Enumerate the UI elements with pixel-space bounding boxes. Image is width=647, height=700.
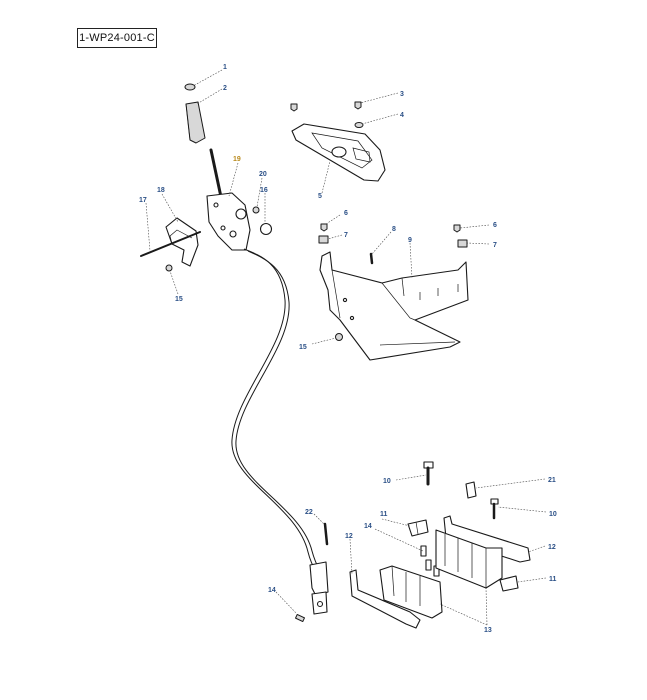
part-pin-14-left[interactable] (295, 613, 305, 623)
callout-9: 9 (408, 237, 412, 244)
callout-3: 3 (400, 91, 404, 98)
callout-17: 17 (139, 197, 147, 204)
part-block-13-lower[interactable] (379, 565, 443, 619)
part-screw-6-left[interactable] (320, 223, 328, 232)
part-bracket-18[interactable] (165, 217, 199, 267)
part-clip-7-left[interactable] (318, 235, 329, 244)
part-bracket-9[interactable] (319, 251, 469, 361)
callout-12-right: 12 (548, 544, 556, 551)
part-lever-19[interactable] (206, 148, 251, 251)
callout-14-left: 14 (268, 587, 276, 594)
part-pin-17[interactable] (140, 231, 201, 257)
part-clip-11-top[interactable] (407, 519, 429, 537)
part-screw-6-right[interactable] (453, 224, 461, 233)
callout-5: 5 (318, 193, 322, 200)
callout-13: 13 (484, 627, 492, 634)
part-washer-4[interactable] (354, 122, 364, 128)
callout-4: 4 (400, 112, 404, 119)
diagram-reference-code: 1-WP24-001-C (77, 28, 157, 48)
callout-21: 21 (548, 477, 556, 484)
part-pins-14-right[interactable] (420, 545, 440, 577)
part-nut-15-left[interactable] (165, 264, 173, 272)
callout-1: 1 (223, 64, 227, 71)
callout-labels: 1 2 3 4 5 19 20 16 17 18 15 6 7 6 7 8 9 … (139, 64, 557, 634)
part-ball-16[interactable] (259, 222, 273, 236)
part-block-13-upper[interactable] (435, 529, 503, 589)
callout-7-right: 7 (493, 242, 497, 249)
part-clip-11-right[interactable] (499, 575, 519, 592)
callout-6-left: 6 (344, 210, 348, 217)
part-sleeve-21[interactable] (465, 481, 477, 499)
part-knob-2[interactable] (185, 101, 206, 144)
callout-20: 20 (259, 171, 267, 178)
part-clip-7-right[interactable] (457, 239, 468, 248)
callout-12-left: 12 (345, 533, 353, 540)
part-plate-12-left[interactable] (349, 569, 421, 629)
part-bolt-10-top[interactable] (423, 461, 434, 486)
callout-8: 8 (392, 226, 396, 233)
part-cover-5[interactable] (291, 123, 386, 182)
callout-10-top: 10 (383, 478, 391, 485)
part-nut-20[interactable] (252, 206, 260, 214)
callout-22: 22 (305, 509, 313, 516)
callout-10-right: 10 (549, 511, 557, 518)
leader-lines (145, 69, 547, 626)
part-bolt-10-right[interactable] (490, 498, 499, 520)
callout-11-right: 11 (549, 576, 557, 583)
callout-2: 2 (223, 85, 227, 92)
callout-6-right: 6 (493, 222, 497, 229)
callout-14-right: 14 (364, 523, 372, 530)
callout-16: 16 (260, 187, 268, 194)
callout-7-left: 7 (344, 232, 348, 239)
part-nut-15-right[interactable] (335, 333, 343, 341)
part-ring-1[interactable] (184, 83, 196, 91)
part-bolt-8[interactable] (369, 252, 374, 265)
part-cable[interactable] (231, 248, 329, 615)
callout-19-highlighted: 19 (233, 156, 241, 163)
part-screw-3[interactable] (290, 101, 362, 112)
callout-18: 18 (157, 187, 165, 194)
callout-11-top: 11 (380, 511, 388, 518)
callout-15-right: 15 (299, 344, 307, 351)
part-bolt-22[interactable] (323, 522, 329, 546)
callout-15-left: 15 (175, 296, 183, 303)
